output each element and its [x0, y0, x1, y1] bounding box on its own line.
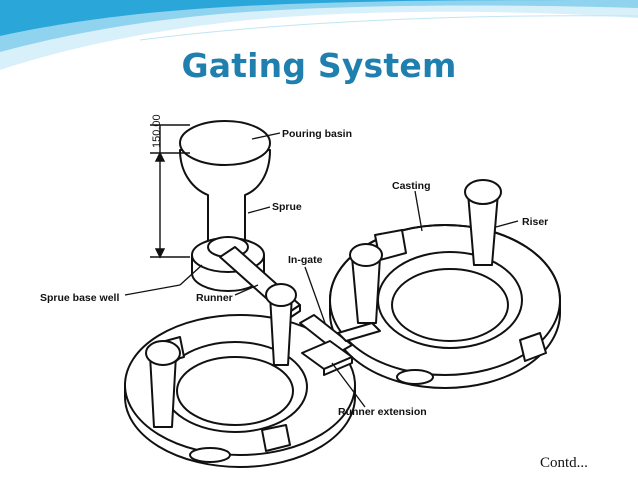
header-wave [0, 0, 638, 70]
leader-lines [124, 132, 519, 408]
right-casting [329, 224, 561, 389]
header-wave-dark [0, 0, 638, 36]
label-runner: Runner [196, 292, 233, 304]
height-dimension [150, 124, 190, 259]
riser-right-back [464, 179, 502, 266]
header-wave-mid [0, 0, 638, 52]
label-riser: Riser [522, 216, 548, 228]
label-sprue-base-well: Sprue base well [40, 292, 119, 304]
label-casting: Casting [392, 180, 431, 192]
riser-left-back [265, 283, 297, 366]
label-pouring-basin: Pouring basin [282, 128, 352, 140]
gating-system-diagram: 150.00 Pouring basin Sprue Casting Riser… [30, 95, 614, 475]
label-in-gate: In-gate [288, 254, 323, 266]
label-sprue: Sprue [272, 201, 302, 213]
riser-left-front [145, 340, 181, 428]
runner-extension [301, 340, 353, 376]
continued-note: Contd... [540, 455, 588, 471]
riser-right-front [349, 243, 383, 324]
header-wave-line [139, 15, 638, 41]
dimension-label: 150.00 [151, 114, 163, 148]
left-casting [124, 314, 356, 468]
pouring-basin [179, 120, 271, 246]
slide-title: Gating System [181, 46, 457, 85]
label-runner-extension: Runner extension [338, 406, 427, 418]
